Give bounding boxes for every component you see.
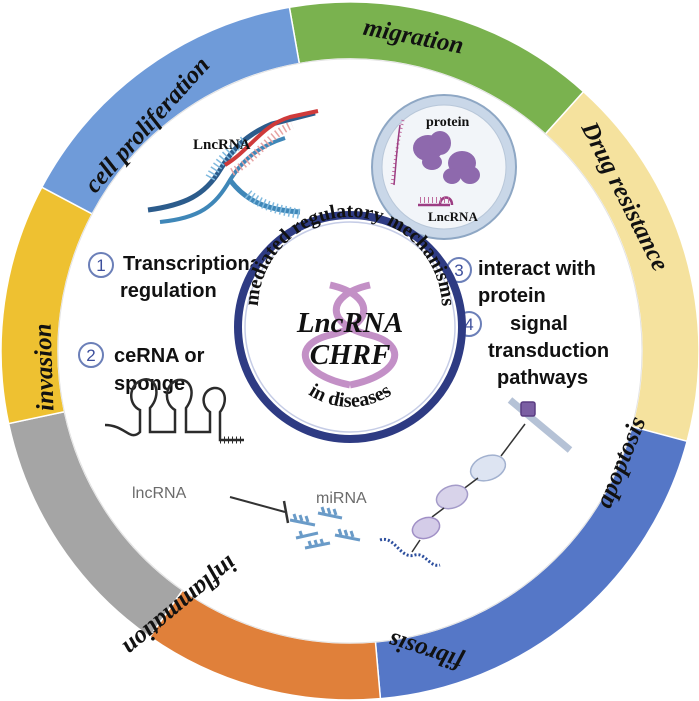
svg-text:1: 1: [96, 256, 105, 275]
mechanism-cerna-sponge: 2 ceRNA or sponge: [78, 342, 205, 395]
svg-text:signal: signal: [510, 313, 568, 335]
svg-text:protein: protein: [478, 285, 546, 307]
signal-cascade-illustration: [379, 397, 573, 567]
cascade-node-3: [411, 516, 441, 540]
dna-transcription-illustration: LncRNA: [147, 109, 319, 224]
center-circle: mediated regulatory mechanisms in diseas…: [234, 200, 466, 443]
protein-lncrna-label: LncRNA: [428, 209, 478, 224]
svg-text:regulation: regulation: [120, 280, 217, 302]
svg-text:interact with: interact with: [478, 258, 596, 280]
svg-text:pathways: pathways: [497, 367, 588, 389]
protein-blob: [413, 131, 480, 184]
protein-interaction-illustration: protein LncRNA: [371, 94, 517, 240]
segment-label-invasion: invasion: [29, 323, 59, 411]
mechanism-interact-protein: 3 interact with protein: [446, 257, 596, 307]
cell-inner: [381, 104, 507, 230]
dna-label: LncRNA: [193, 137, 251, 153]
cascade-node-2: [435, 484, 469, 510]
cascade-node-1: [469, 454, 507, 482]
helix-watermark: [301, 281, 399, 389]
number-badge-2: [78, 342, 104, 368]
center-title-line2: CHRF: [310, 339, 391, 371]
mirna-fragments: [289, 506, 361, 550]
hairpin-label: lncRNA: [132, 485, 187, 502]
svg-text:Transcriptional: Transcriptional: [123, 253, 266, 275]
cerna-illustration: lncRNA miRNA: [104, 377, 367, 550]
center-title-line1: LncRNA: [296, 307, 403, 339]
protein-label: protein: [426, 115, 470, 130]
svg-text:2: 2: [86, 346, 95, 365]
svg-text:sponge: sponge: [114, 373, 185, 395]
svg-text:transduction: transduction: [488, 340, 609, 362]
svg-text:3: 3: [454, 261, 463, 280]
number-badge-1: [88, 252, 114, 278]
mirna-label: miRNA: [316, 490, 367, 507]
svg-text:4: 4: [464, 315, 473, 334]
mechanism-transcriptional-regulation: 1 Transcriptional regulation: [88, 252, 266, 302]
svg-text:ceRNA or: ceRNA or: [114, 345, 205, 367]
mechanism-signal-transduction: 4 signal transduction pathways: [456, 311, 609, 389]
